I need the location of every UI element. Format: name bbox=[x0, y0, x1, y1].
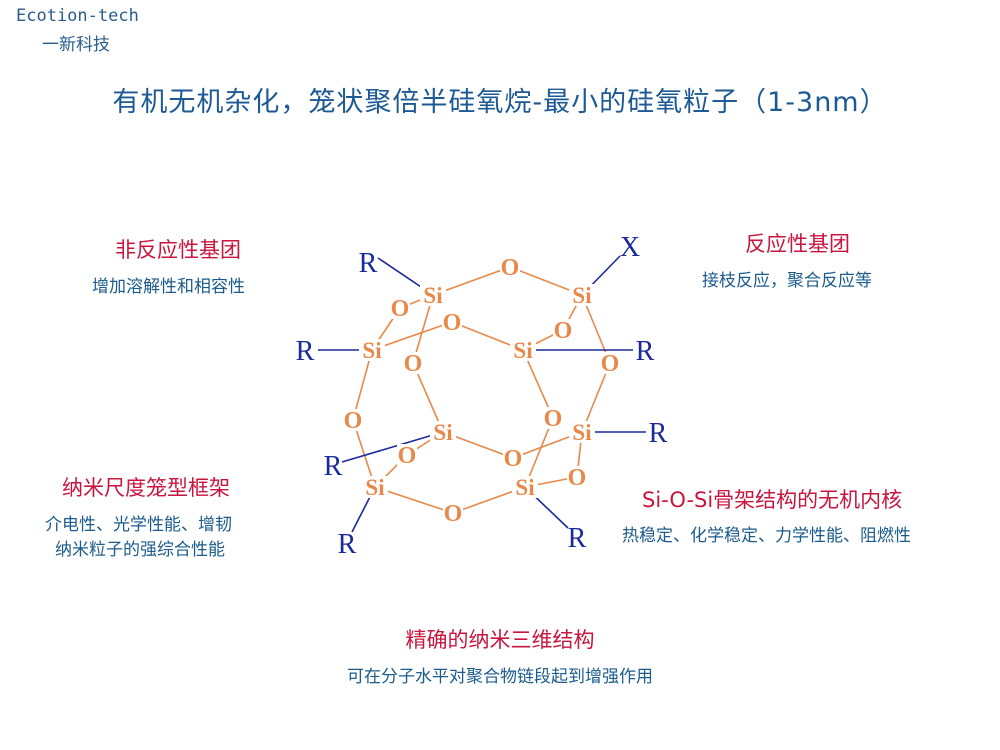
structure-desc: 可在分子水平对聚合物链段起到增强作用 bbox=[347, 667, 653, 687]
core-heading: Si-O-Si骨架结构的无机内核 bbox=[642, 488, 903, 512]
silicon-atom: Si bbox=[515, 475, 535, 500]
silicon-bg bbox=[420, 284, 446, 306]
oxygen-atom: O bbox=[344, 408, 363, 434]
r-group: R bbox=[359, 248, 378, 279]
oxygen-bg bbox=[343, 409, 363, 431]
core-desc: 热稳定、化学稳定、力学性能、阻燃性 bbox=[622, 526, 911, 546]
oxygen-atom: O bbox=[501, 255, 520, 281]
r-group: R bbox=[568, 523, 587, 554]
oxygen-atom: O bbox=[444, 501, 463, 527]
si-o-bond bbox=[524, 417, 554, 488]
silicon-bg bbox=[362, 476, 388, 498]
si-o-bond bbox=[581, 294, 611, 364]
structure-heading: 精确的纳米三维结构 bbox=[405, 628, 595, 652]
reactive-heading: 反应性基团 bbox=[745, 232, 850, 256]
silicon-atom: Si bbox=[572, 283, 592, 308]
si-o-bond bbox=[412, 294, 434, 364]
r-group: R bbox=[324, 451, 343, 482]
si-o-bond bbox=[522, 349, 554, 419]
oxygen-bg bbox=[553, 319, 573, 341]
silicon-bg bbox=[430, 421, 456, 443]
oxygen-atom: O bbox=[404, 351, 423, 377]
oxygen-bg bbox=[567, 466, 587, 488]
oxygen-atom: O bbox=[391, 296, 410, 322]
si-o-bond bbox=[412, 362, 444, 433]
substituent-bond bbox=[341, 431, 444, 463]
reactive-group-x: X bbox=[620, 232, 640, 263]
si-o-bond bbox=[371, 321, 453, 351]
silicon-atom: Si bbox=[362, 338, 382, 363]
silicon-atom: Si bbox=[433, 420, 453, 445]
oxygen-bg bbox=[503, 447, 523, 469]
oxygen-atom: O bbox=[601, 351, 620, 377]
silicon-bg bbox=[510, 339, 536, 361]
silicon-atom: Si bbox=[513, 338, 533, 363]
oxygen-atom: O bbox=[443, 310, 462, 336]
oxygen-atom: O bbox=[504, 446, 523, 472]
r-group: R bbox=[649, 418, 668, 449]
r-group: R bbox=[636, 336, 655, 367]
silicon-atom: Si bbox=[572, 420, 592, 445]
silicon-bg bbox=[359, 339, 385, 361]
r-group: R bbox=[296, 336, 315, 367]
si-o-bond bbox=[581, 362, 611, 433]
non-reactive-desc: 增加溶解性和相容性 bbox=[92, 277, 245, 297]
oxygen-bg bbox=[600, 352, 620, 374]
oxygen-atom: O bbox=[544, 406, 563, 432]
oxygen-bg bbox=[443, 502, 463, 524]
oxygen-bg bbox=[397, 444, 417, 466]
oxygen-bg bbox=[390, 297, 410, 319]
brand-name-cn: 一新科技 bbox=[42, 35, 110, 55]
page-title: 有机无机杂化，笼状聚倍半硅氧烷-最小的硅氧粒子（1-3nm） bbox=[112, 87, 888, 118]
si-o-bond bbox=[352, 419, 376, 488]
cage-heading: 纳米尺度笼型框架 bbox=[62, 476, 230, 500]
oxygen-atom: O bbox=[554, 318, 573, 344]
non-reactive-heading: 非反应性基团 bbox=[115, 238, 241, 262]
cage-desc-1: 介电性、光学性能、增韧 bbox=[45, 515, 232, 535]
r-group: R bbox=[338, 529, 357, 560]
si-o-bond bbox=[352, 349, 373, 421]
silicon-atom: Si bbox=[365, 475, 385, 500]
cage-desc-2: 纳米粒子的强综合性能 bbox=[55, 540, 225, 560]
silicon-atom: Si bbox=[423, 283, 443, 308]
oxygen-atom: O bbox=[398, 443, 417, 469]
silicon-bg bbox=[569, 284, 595, 306]
oxygen-bg bbox=[403, 352, 423, 374]
silicon-bg bbox=[512, 476, 538, 498]
oxygen-bg bbox=[543, 407, 563, 429]
reactive-desc: 接枝反应，聚合反应等 bbox=[702, 271, 872, 291]
silicon-bg bbox=[569, 421, 595, 443]
oxygen-bg bbox=[500, 256, 520, 278]
oxygen-bg bbox=[442, 311, 462, 333]
oxygen-atom: O bbox=[568, 465, 587, 491]
brand-name-en: Ecotion-tech bbox=[16, 6, 139, 26]
